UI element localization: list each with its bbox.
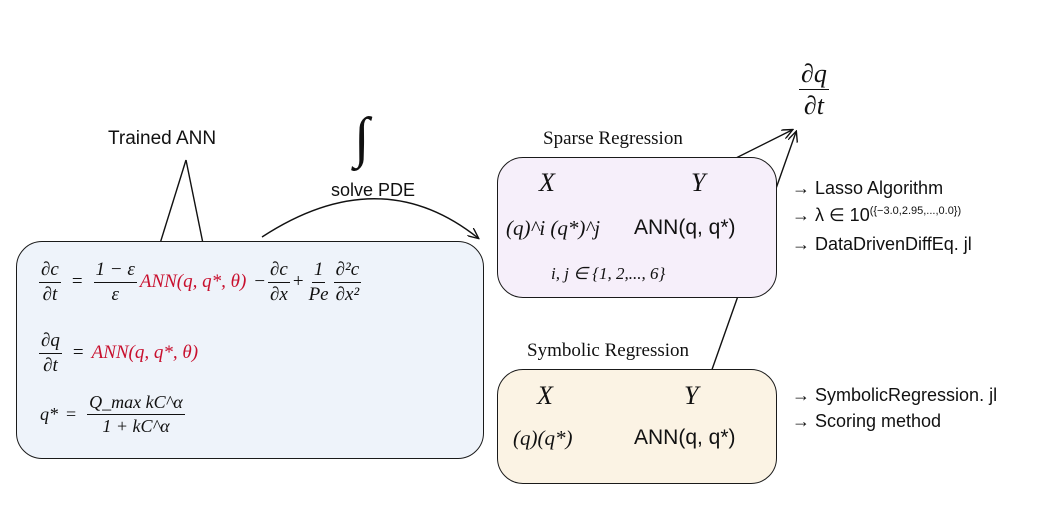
sparse-y-expression: ANN(q, q*): [634, 216, 736, 239]
solve-pde-label: solve PDE: [331, 180, 416, 200]
sparse-regression-title: Sparse Regression: [543, 128, 683, 149]
sparse-note-lambda: → λ ∈ 10({−3.0,2.95,...,0.0}): [792, 205, 961, 226]
eq3-num: Q_max kC^α: [87, 393, 185, 415]
eq1-peclet-num: 1: [311, 260, 326, 283]
eq1-plus: +: [292, 271, 304, 293]
dqdt-denominator: ∂t: [803, 91, 824, 121]
eq1-dispersion-den: ∂x²: [335, 283, 360, 305]
symbolic-x-label: X: [537, 381, 553, 410]
pde-system-box: [16, 241, 484, 459]
eq1-advection-den: ∂x: [270, 283, 288, 305]
eq2-lhs-den: ∂t: [43, 354, 58, 376]
eq2-lhs-num: ∂q: [39, 331, 62, 354]
sparse-note-lambda-exponent: ({−3.0,2.95,...,0.0}): [869, 205, 962, 217]
sparse-x-expression: (q)^i (q*)^j: [506, 216, 601, 240]
eq2-equals: =: [72, 342, 84, 364]
sparse-note-lambda-base: → λ ∈ 10: [792, 205, 870, 225]
symbolic-y-expression: ANN(q, q*): [634, 426, 736, 449]
eq3-den: 1 + kC^α: [102, 415, 170, 436]
sparse-regression-box: [497, 157, 777, 298]
eq3-lhs: q*: [40, 403, 58, 424]
sparse-note-package: → DataDrivenDiffEq. jl: [792, 234, 972, 254]
eq1-porosity-num: 1 − ε: [93, 260, 137, 283]
eq3-equals: =: [66, 403, 77, 424]
sparse-note-lasso: → Lasso Algorithm: [792, 178, 944, 198]
eq1-dispersion-num: ∂²c: [333, 260, 362, 283]
eq1-equals: =: [71, 271, 83, 293]
eq1-ann-term: ANN(q, q*, θ): [139, 271, 247, 293]
sparse-x-label: X: [539, 168, 555, 197]
symbolic-note-scoring: → Scoring method: [792, 411, 942, 431]
eq1-peclet-den: Pe: [308, 283, 329, 305]
eq1-porosity-den: ε: [111, 283, 119, 305]
symbolic-x-expression: (q)(q*): [513, 426, 573, 450]
dqdt-numerator: ∂q: [799, 60, 829, 91]
eq1-lhs-num: ∂c: [39, 260, 61, 283]
arrow-solve-pde: [261, 198, 478, 238]
trained-ann-label: Trained ANN: [108, 128, 217, 149]
symbolic-y-label: Y: [684, 381, 699, 410]
eq1-advection-num: ∂c: [268, 260, 290, 283]
eq2-ann-term: ANN(q, q*, θ): [91, 342, 199, 364]
symbolic-note-package: → SymbolicRegression. jl: [792, 385, 998, 405]
eq1-minus: −: [254, 271, 266, 293]
dqdt-fraction: ∂q∂t: [796, 60, 832, 120]
sparse-index-range: i, j ∈ {1, 2,..., 6}: [551, 264, 666, 283]
integral-icon: ∫: [354, 107, 370, 169]
pde-equation-q: ∂q∂t = ANN(q, q*, θ): [36, 331, 198, 376]
eq1-lhs-den: ∂t: [42, 283, 58, 305]
symbolic-regression-box: [497, 369, 777, 484]
sparse-y-label: Y: [691, 168, 706, 197]
symbolic-regression-title: Symbolic Regression: [527, 340, 690, 361]
